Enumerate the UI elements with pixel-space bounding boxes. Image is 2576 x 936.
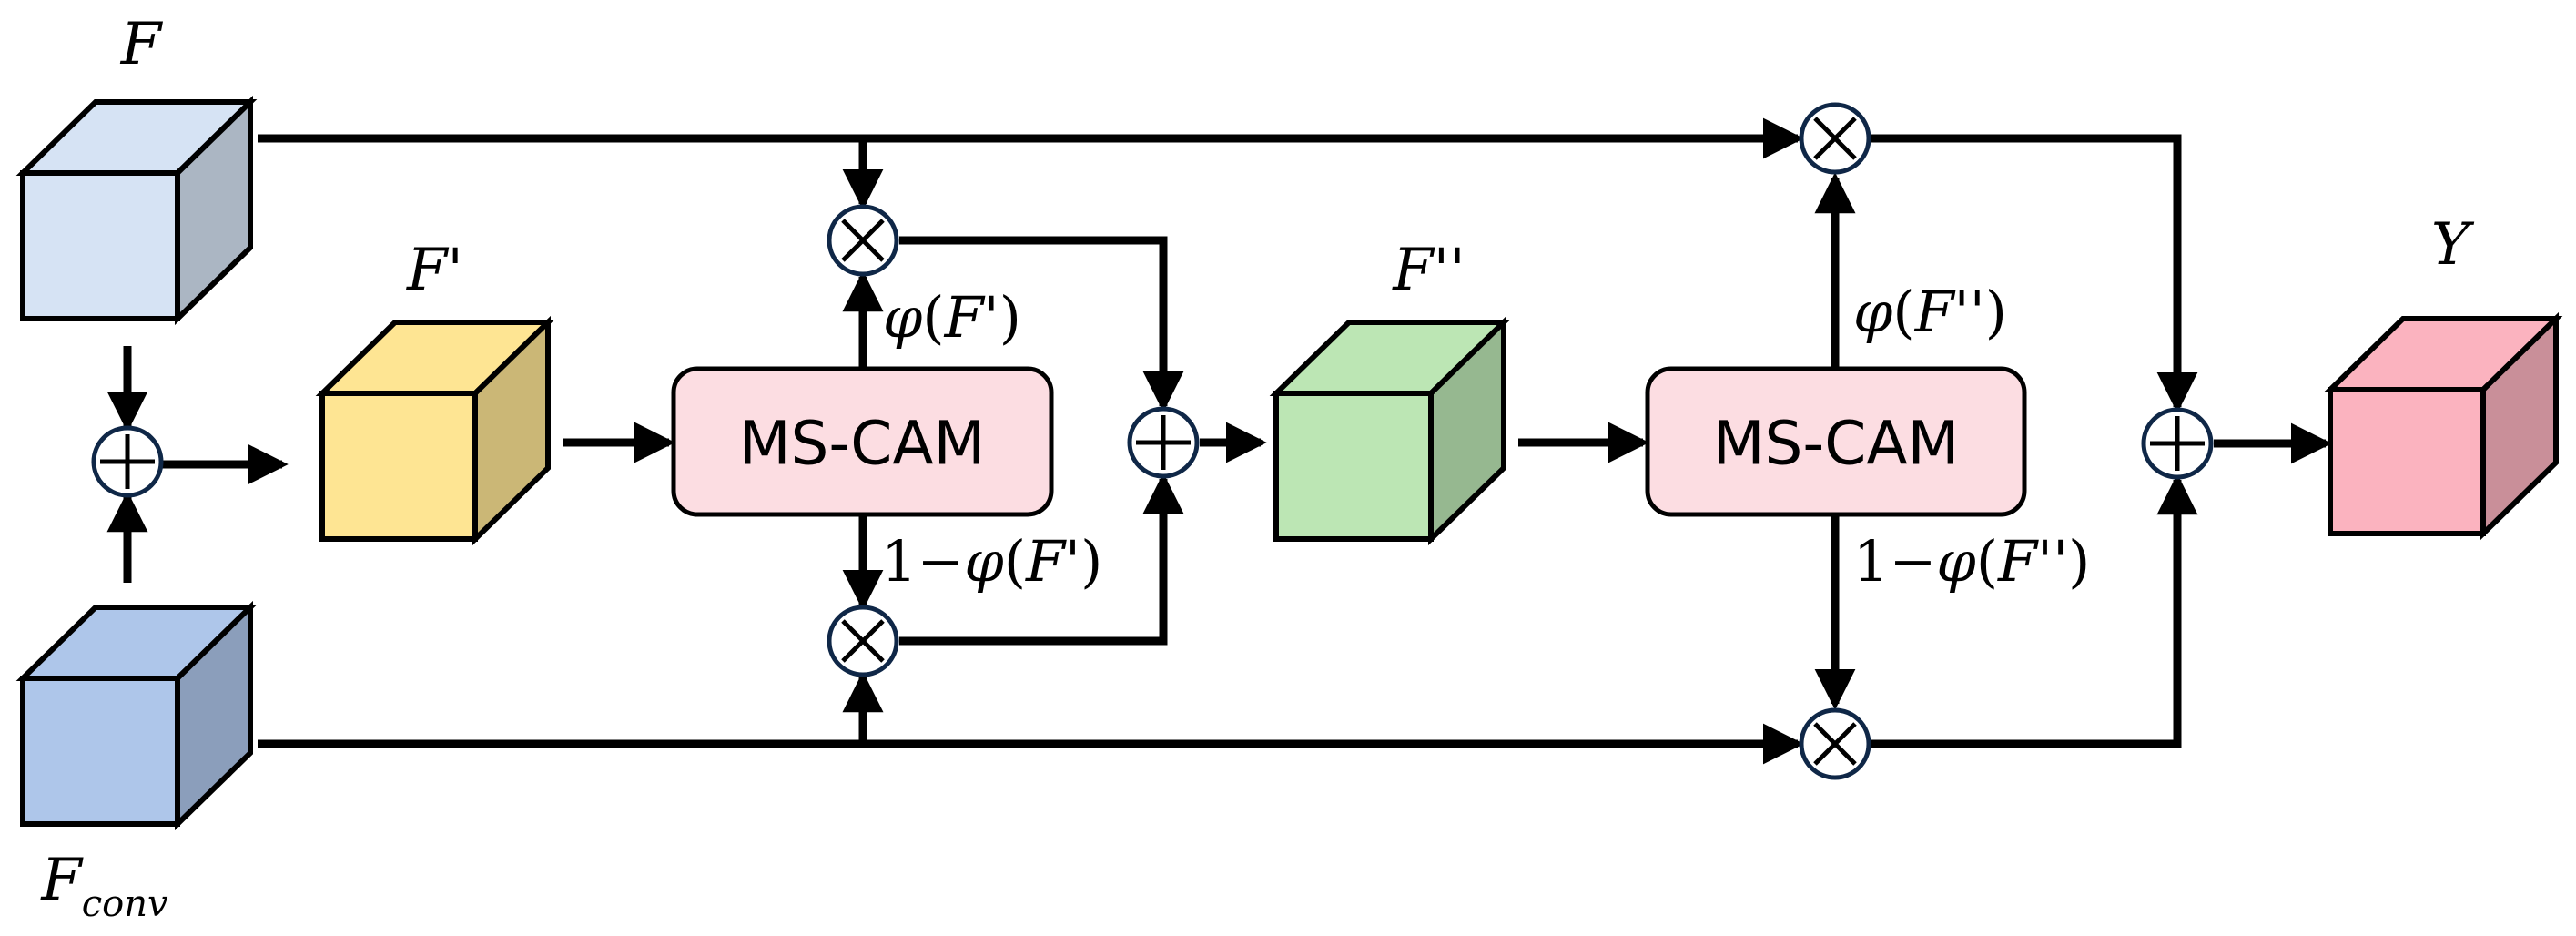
add-op-1 — [91, 425, 164, 498]
mul-op-3-b — [1813, 117, 1857, 160]
label-fconv-sub: conv — [82, 883, 168, 925]
weight-2-bottom: 1−φ(F'') — [1853, 528, 2090, 595]
mul-op-4 — [1799, 707, 1871, 780]
cube-f-side — [175, 95, 253, 326]
label-fconv-main: F — [40, 847, 84, 914]
cube-fprime — [315, 315, 555, 546]
mscam-block-1-label: MS-CAM — [739, 409, 986, 479]
mul-op-3 — [1799, 102, 1871, 175]
line-mul4-to-add3 — [1871, 473, 2198, 748]
label-fconv: Fconv — [40, 847, 168, 925]
cube-fconv-side — [175, 600, 253, 831]
add-op-2 — [1127, 406, 1200, 479]
cube-fprime-side — [472, 315, 551, 546]
line-mul1-to-add2 — [899, 236, 1184, 412]
line-mul2-to-add2 — [899, 473, 1184, 646]
cube-y-side — [2480, 311, 2559, 541]
label-f: F — [120, 11, 164, 78]
mul-op-1 — [827, 204, 899, 277]
weight-1-bottom: 1−φ(F') — [881, 528, 1102, 595]
cube-y — [2323, 311, 2563, 541]
mscam-block-2-label: MS-CAM — [1713, 409, 1960, 479]
cube-fconv — [15, 600, 258, 831]
cube-f — [15, 95, 258, 326]
cube-fconv-front — [20, 676, 180, 827]
mul-op-1-b — [841, 219, 885, 262]
line-mul3-to-add3 — [1871, 134, 2198, 413]
cube-fprime-front — [319, 391, 478, 542]
connections — [106, 117, 2332, 765]
mscam-block-1: MS-CAM — [671, 366, 1054, 517]
cube-fdoubleprime — [1269, 315, 1511, 546]
mscam-block-2: MS-CAM — [1645, 366, 2027, 517]
mscam-block-1-box — [671, 366, 1054, 517]
label-y: Y — [2431, 211, 2475, 279]
mul-op-2 — [827, 605, 899, 677]
cube-fdoubleprime-side — [1428, 315, 1506, 546]
mul-op-4-b — [1813, 722, 1857, 766]
label-fprime: F' — [406, 237, 463, 304]
mul-op-2-b — [841, 619, 885, 663]
label-fdoubleprime: F'' — [1392, 237, 1465, 304]
mscam-block-2-box — [1645, 366, 2027, 517]
weight-2-top: φ(F'') — [1853, 279, 2007, 345]
add-op-3 — [2141, 407, 2214, 480]
cube-f-front — [20, 170, 180, 321]
cube-fdoubleprime-front — [1273, 391, 1434, 542]
weight-1-top: φ(F') — [883, 284, 1021, 351]
cube-y-front — [2328, 387, 2486, 536]
